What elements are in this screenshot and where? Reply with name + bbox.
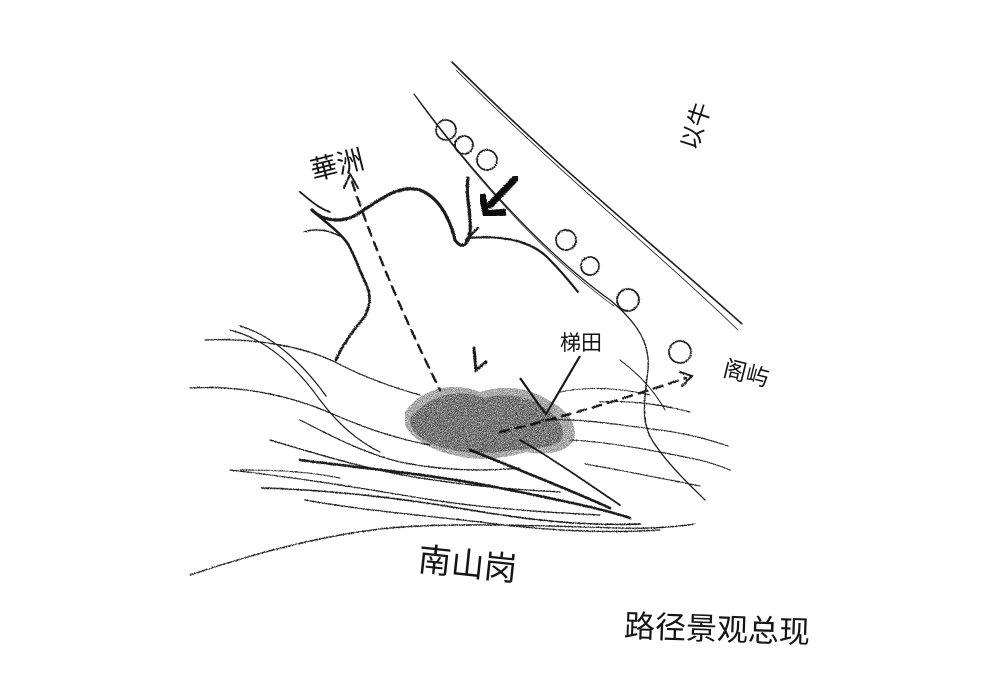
terraced-field-mass <box>405 355 581 459</box>
label-north-right: 以牛 <box>675 99 716 153</box>
entry-arrow-icon <box>478 174 520 218</box>
arrows <box>343 171 694 387</box>
label-field: 梯田 <box>560 331 602 355</box>
label-caption: 路径景观总现 <box>623 609 810 651</box>
river-path <box>299 176 580 362</box>
contour-lines-right <box>539 359 731 487</box>
tree-circles <box>435 119 692 364</box>
contour-lines <box>189 325 696 576</box>
label-mountain: 南山岗 <box>416 540 519 589</box>
label-north-left: 華洲 <box>307 144 367 187</box>
label-east: 阁屿 <box>721 356 772 392</box>
